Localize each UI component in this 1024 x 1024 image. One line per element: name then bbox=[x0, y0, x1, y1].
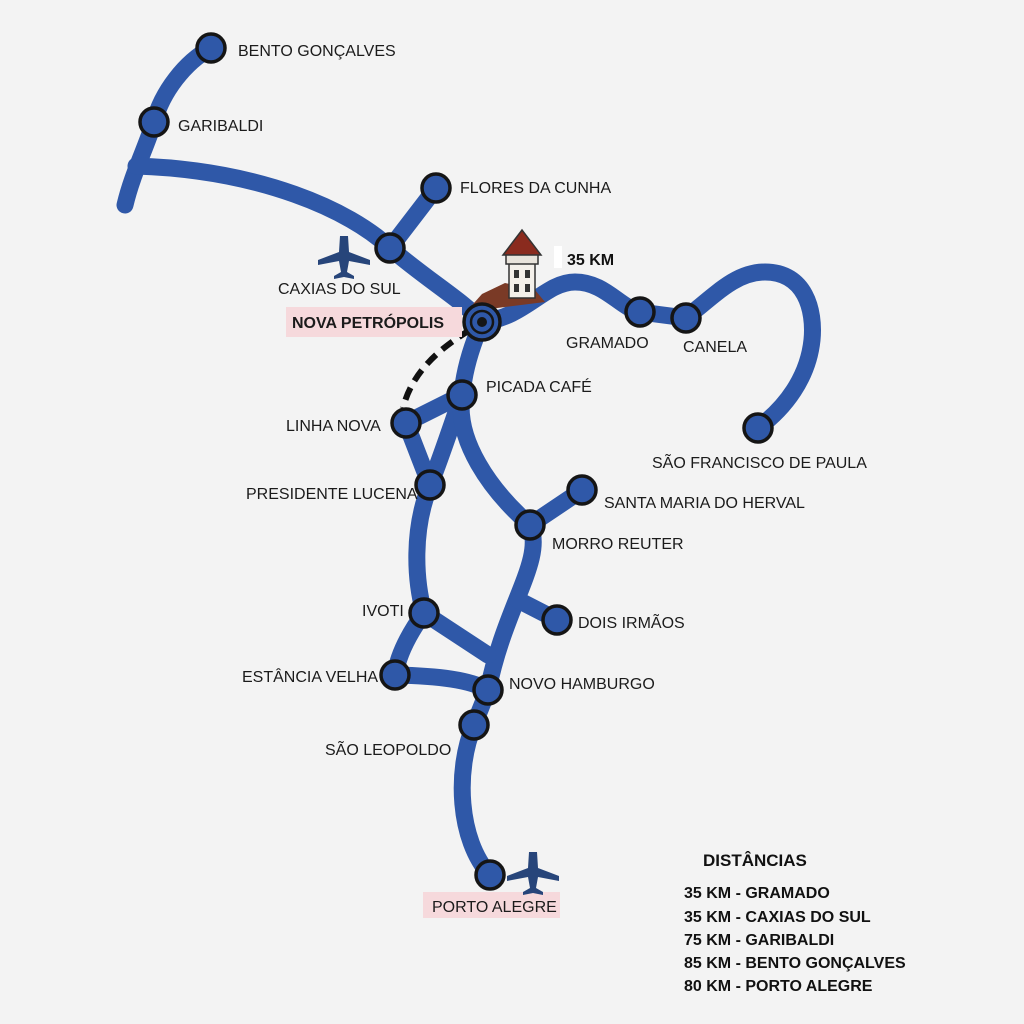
station-canela[interactable] bbox=[670, 302, 702, 334]
label-flores: FLORES DA CUNHA bbox=[460, 180, 611, 197]
station-caxias[interactable] bbox=[374, 232, 406, 264]
label-saoleopoldo: SÃO LEOPOLDO bbox=[325, 739, 451, 759]
station-labels: BENTO GONÇALVES GARIBALDI FLORES DA CUNH… bbox=[178, 43, 867, 916]
hub-distance-marker: 35 KM bbox=[567, 252, 614, 269]
label-portoalegre: PORTO ALEGRE bbox=[432, 899, 557, 916]
station-linhanova[interactable] bbox=[390, 407, 422, 439]
station-novohamburgo[interactable] bbox=[472, 674, 504, 706]
label-estancia: ESTÂNCIA VELHA bbox=[242, 667, 378, 686]
route-hub-gramado bbox=[473, 273, 649, 331]
station-lucena[interactable] bbox=[414, 469, 446, 501]
station-estancia[interactable] bbox=[379, 659, 411, 691]
station-saoleopoldo[interactable] bbox=[458, 709, 490, 741]
station-smh[interactable] bbox=[566, 474, 598, 506]
hub-station[interactable] bbox=[462, 302, 502, 342]
label-smh: SANTA MARIA DO HERVAL bbox=[604, 495, 805, 512]
airplane-icon bbox=[318, 236, 370, 279]
legend-row: 85 KM - BENTO GONÇALVES bbox=[684, 955, 906, 972]
label-garibaldi: GARIBALDI bbox=[178, 118, 263, 135]
legend-row: 80 KM - PORTO ALEGRE bbox=[684, 978, 873, 995]
station-bento[interactable] bbox=[195, 32, 227, 64]
legend-row: 35 KM - GRAMADO bbox=[684, 885, 830, 902]
station-dois[interactable] bbox=[541, 604, 573, 636]
station-garibaldi[interactable] bbox=[138, 106, 170, 138]
station-flores[interactable] bbox=[420, 172, 452, 204]
station-morro[interactable] bbox=[514, 509, 546, 541]
distance-legend: DISTÂNCIAS 35 KM - GRAMADO 35 KM - CAXIA… bbox=[684, 851, 906, 995]
station-portoalegre[interactable] bbox=[474, 859, 506, 891]
legend-row: 75 KM - GARIBALDI bbox=[684, 932, 834, 949]
label-bento: BENTO GONÇALVES bbox=[238, 43, 396, 60]
label-linhanova: LINHA NOVA bbox=[286, 418, 381, 435]
station-picada[interactable] bbox=[446, 379, 478, 411]
label-morro: MORRO REUTER bbox=[552, 536, 684, 553]
route-lucena-ivoti bbox=[408, 476, 439, 622]
station-sfp[interactable] bbox=[742, 412, 774, 444]
legend-row: 35 KM - CAXIAS DO SUL bbox=[684, 909, 871, 926]
route-garibaldi-hub bbox=[127, 157, 491, 331]
hub-highlight bbox=[286, 307, 462, 337]
portoalegre-highlight bbox=[423, 892, 560, 918]
label-dois: DOIS IRMÃOS bbox=[578, 612, 685, 632]
stations bbox=[138, 32, 774, 891]
route-sl-portoalegre bbox=[453, 716, 499, 884]
label-caxias: CAXIAS DO SUL bbox=[278, 281, 401, 298]
label-picada: PICADA CAFÉ bbox=[486, 377, 592, 396]
airplane-icon bbox=[507, 852, 559, 895]
label-hub: NOVA PETRÓPOLIS bbox=[292, 313, 444, 332]
tower-icon bbox=[466, 228, 562, 312]
label-lucena: PRESIDENTE LUCENA bbox=[246, 486, 418, 503]
label-novohamburgo: NOVO HAMBURGO bbox=[509, 676, 655, 693]
station-gramado[interactable] bbox=[624, 296, 656, 328]
route-canela-sfp bbox=[677, 263, 821, 437]
label-ivoti: IVOTI bbox=[362, 603, 404, 620]
label-gramado: GRAMADO bbox=[566, 335, 649, 352]
station-ivoti[interactable] bbox=[408, 597, 440, 629]
legend-title: DISTÂNCIAS bbox=[703, 851, 807, 870]
route-picada-morro bbox=[452, 386, 539, 534]
label-sfp: SÃO FRANCISCO DE PAULA bbox=[652, 452, 867, 472]
label-canela: CANELA bbox=[683, 339, 747, 356]
